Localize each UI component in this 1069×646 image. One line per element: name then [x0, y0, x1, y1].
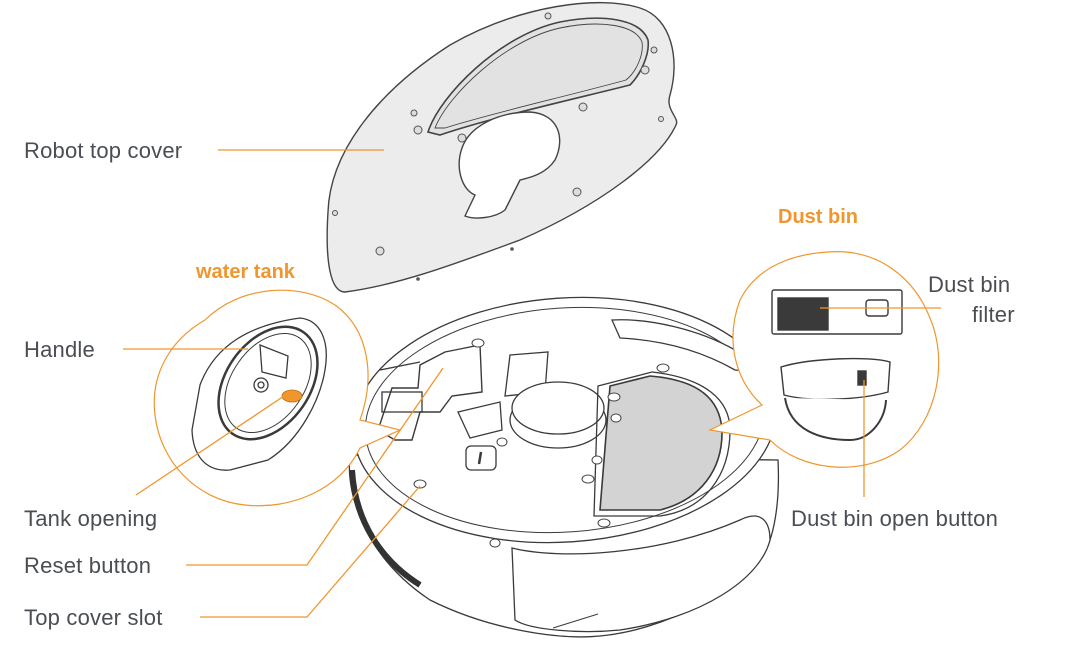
- dust-bin-callout: [708, 251, 940, 468]
- label-top-cover-slot: Top cover slot: [24, 605, 163, 630]
- robot-body-illustration: [348, 296, 780, 638]
- label-reset-button: Reset button: [24, 553, 152, 578]
- label-robot-top-cover: Robot top cover: [24, 138, 183, 163]
- label-dust-bin-filter-line2: filter: [972, 302, 1015, 327]
- label-dust-bin-open-button: Dust bin open button: [791, 506, 999, 531]
- label-handle: Handle: [24, 337, 95, 362]
- leader-lines: [123, 149, 941, 618]
- label-dust-bin-filter-line1: Dust bin: [928, 272, 1011, 297]
- header-water-tank: water tank: [196, 261, 295, 283]
- water-tank-callout: [153, 289, 402, 507]
- robot-top-cover-illustration: [326, 1, 678, 293]
- label-tank-opening: Tank opening: [24, 506, 158, 531]
- header-dust-bin: Dust bin: [778, 206, 858, 228]
